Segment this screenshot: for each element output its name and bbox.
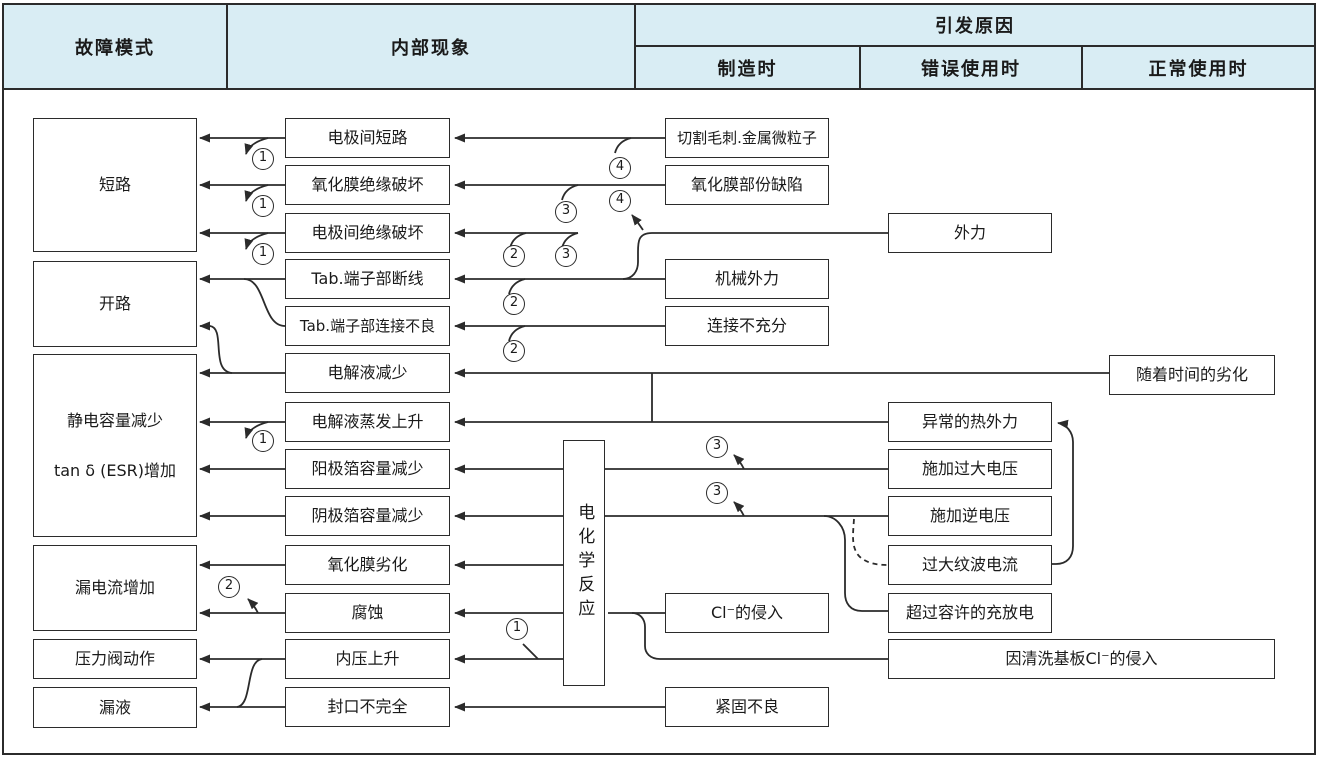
node-corrosion: 腐蚀 (285, 593, 450, 633)
node-oxide-film-insulation-failure: 氧化膜绝缘破坏 (285, 165, 450, 205)
node-abnormal-heat-external-force: 异常的热外力 (888, 402, 1052, 442)
node-tab-terminal-breakage: Tab.端子部断线 (285, 259, 450, 299)
node-leakage-current-increase: 漏电流增加 (33, 545, 197, 631)
node-tab-terminal-poor-connection: Tab.端子部连接不良 (285, 306, 450, 346)
node-oxide-film-degradation: 氧化膜劣化 (285, 545, 450, 585)
node-excessive-voltage: 施加过大电压 (888, 449, 1052, 489)
node-excessive-charge-discharge: 超过容许的充放电 (888, 593, 1052, 633)
node-pressure-valve-operation: 压力阀动作 (33, 639, 197, 679)
circled-number-3: 3 (706, 482, 728, 504)
circled-number-3: 3 (706, 436, 728, 458)
circled-number-2: 2 (218, 576, 240, 598)
electrochemical-reaction-label: 电化学反应 (574, 503, 595, 623)
header-normal-use: 正常使用时 (1148, 58, 1249, 80)
circled-number-4: 4 (609, 190, 631, 212)
capacitance-decrease-label: 静电容量减少 (66, 411, 163, 431)
node-electrolyte-decrease: 电解液减少 (285, 353, 450, 393)
node-inter-electrode-insulation-failure: 电极间绝缘破坏 (285, 213, 450, 253)
header-cause: 引发原因 (935, 16, 1015, 37)
header-manufacturing: 制造时 (717, 58, 778, 80)
node-internal-pressure-rise: 内压上升 (285, 639, 450, 679)
node-external-force: 外力 (888, 213, 1052, 253)
circled-number-2: 2 (503, 293, 525, 315)
node-open-circuit: 开路 (33, 261, 197, 347)
node-inter-electrode-short: 电极间短路 (285, 118, 450, 158)
node-incomplete-sealing: 封口不完全 (285, 687, 450, 727)
node-excessive-ripple-current: 过大纹波电流 (888, 545, 1052, 585)
circled-number-1: 1 (252, 430, 274, 452)
node-deterioration-over-time: 随着时间的劣化 (1109, 355, 1275, 395)
node-electrolyte-evaporation: 电解液蒸发上升 (285, 402, 450, 442)
circled-number-3: 3 (555, 245, 577, 267)
node-chloride-intrusion: Cl⁻的侵入 (665, 593, 829, 633)
circled-number-1: 1 (252, 243, 274, 265)
node-short-circuit: 短路 (33, 118, 197, 252)
node-cutting-burr-metal-particles: 切割毛刺.金属微粒子 (665, 118, 829, 158)
circled-number-1: 1 (252, 195, 274, 217)
node-capacitance-decrease: 静电容量减少 tan δ (ESR)增加 (33, 354, 197, 537)
node-liquid-leakage: 漏液 (33, 687, 197, 728)
circled-number-2: 2 (503, 245, 525, 267)
node-electrochemical-reaction: 电化学反应 (563, 440, 605, 686)
circled-number-2: 2 (503, 340, 525, 362)
circled-number-1: 1 (252, 148, 274, 170)
node-anode-foil-capacity-decrease: 阳极箔容量减少 (285, 449, 450, 489)
circled-number-3: 3 (555, 201, 577, 223)
esr-increase-label: tan δ (ESR)增加 (53, 460, 177, 480)
node-cathode-foil-capacity-decrease: 阴极箔容量减少 (285, 496, 450, 536)
node-board-cleaning-chloride-intrusion: 因清洗基板Cl⁻的侵入 (888, 639, 1275, 679)
circled-number-4: 4 (609, 157, 631, 179)
circled-number-1: 1 (506, 618, 528, 640)
header-internal-phenomenon: 内部现象 (391, 37, 471, 59)
node-reverse-voltage: 施加逆电压 (888, 496, 1052, 536)
node-oxide-film-partial-defect: 氧化膜部份缺陷 (665, 165, 829, 205)
node-insufficient-connection: 连接不充分 (665, 306, 829, 346)
header-misuse: 错误使用时 (921, 58, 1021, 80)
node-poor-fastening: 紧固不良 (665, 687, 829, 727)
header-failure-mode: 故障模式 (75, 37, 155, 59)
node-mechanical-force: 机械外力 (665, 259, 829, 299)
